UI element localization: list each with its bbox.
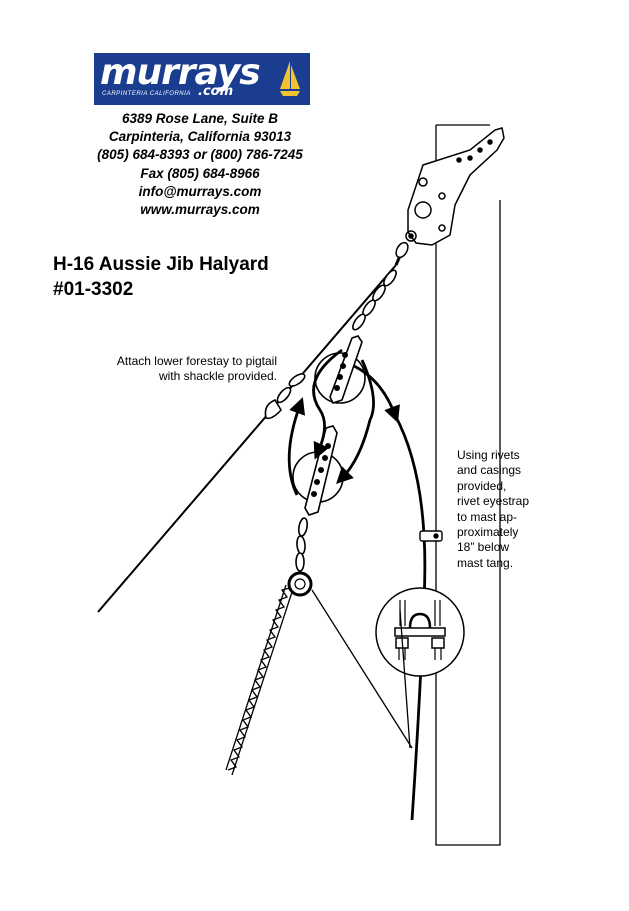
forestay-note-line: with shackle provided.	[158, 369, 277, 383]
mast	[435, 124, 501, 846]
sailboat-icon	[280, 61, 300, 96]
jib-ring	[287, 571, 313, 597]
eyestrap-note-line: proximately	[457, 525, 519, 540]
fax-number: Fax (805) 684-8966	[140, 165, 260, 181]
part-number: #01-3302	[53, 279, 134, 300]
product-title-block: H-16 Aussie Jib Halyard #01-3302	[53, 252, 269, 302]
mast-tang	[405, 127, 505, 246]
address-line-2: Carpinteria, California 93013	[108, 129, 292, 145]
logo-domain: .com	[198, 84, 234, 99]
upper-block	[314, 335, 366, 404]
upper-chain	[352, 269, 397, 331]
forestay-wire	[97, 255, 402, 613]
murrays-logo: murrays .com CARPINTERIA CALIFORNIA	[94, 53, 310, 105]
eyestrap-note-line: and casings	[457, 463, 522, 478]
logo-wordmark: murrays	[100, 53, 261, 93]
jib-sail	[225, 584, 413, 776]
product-title: H-16 Aussie Jib Halyard	[53, 254, 269, 275]
tang-shackle	[395, 241, 409, 259]
eyestrap-note-line: Using rivets	[457, 448, 520, 462]
contact-address: 6389 Rose Lane, Suite B Carpinteria, Cal…	[60, 110, 340, 219]
eyestrap-note-line: rivet eyestrap	[457, 494, 530, 509]
eyestrap-detail	[375, 587, 465, 677]
eyestrap-note: Using rivets and casings provided, rivet…	[457, 448, 567, 571]
logo-tagline: CARPINTERIA CALIFORNIA	[102, 91, 191, 97]
pigtail-chain	[264, 373, 306, 420]
website-address: www.murrays.com	[140, 202, 260, 218]
eyestrap	[419, 530, 443, 542]
forestay-note-line: Attach lower forestay to pigtail	[116, 354, 277, 368]
lower-block	[292, 425, 344, 516]
phone-numbers: (805) 684-8393 or (800) 786-7245	[97, 147, 303, 163]
address-line-1: 6389 Rose Lane, Suite B	[121, 111, 279, 126]
eyestrap-note-line: 18” below	[457, 540, 510, 555]
email-address: info@murrays.com	[138, 183, 262, 199]
eyestrap-note-line: provided,	[457, 478, 507, 493]
lower-chain	[295, 517, 309, 572]
forestay-note: Attach lower forestay to pigtail with sh…	[70, 354, 277, 384]
eyestrap-note-line: mast tang.	[457, 555, 514, 570]
eyestrap-note-line: to mast ap-	[457, 509, 518, 524]
